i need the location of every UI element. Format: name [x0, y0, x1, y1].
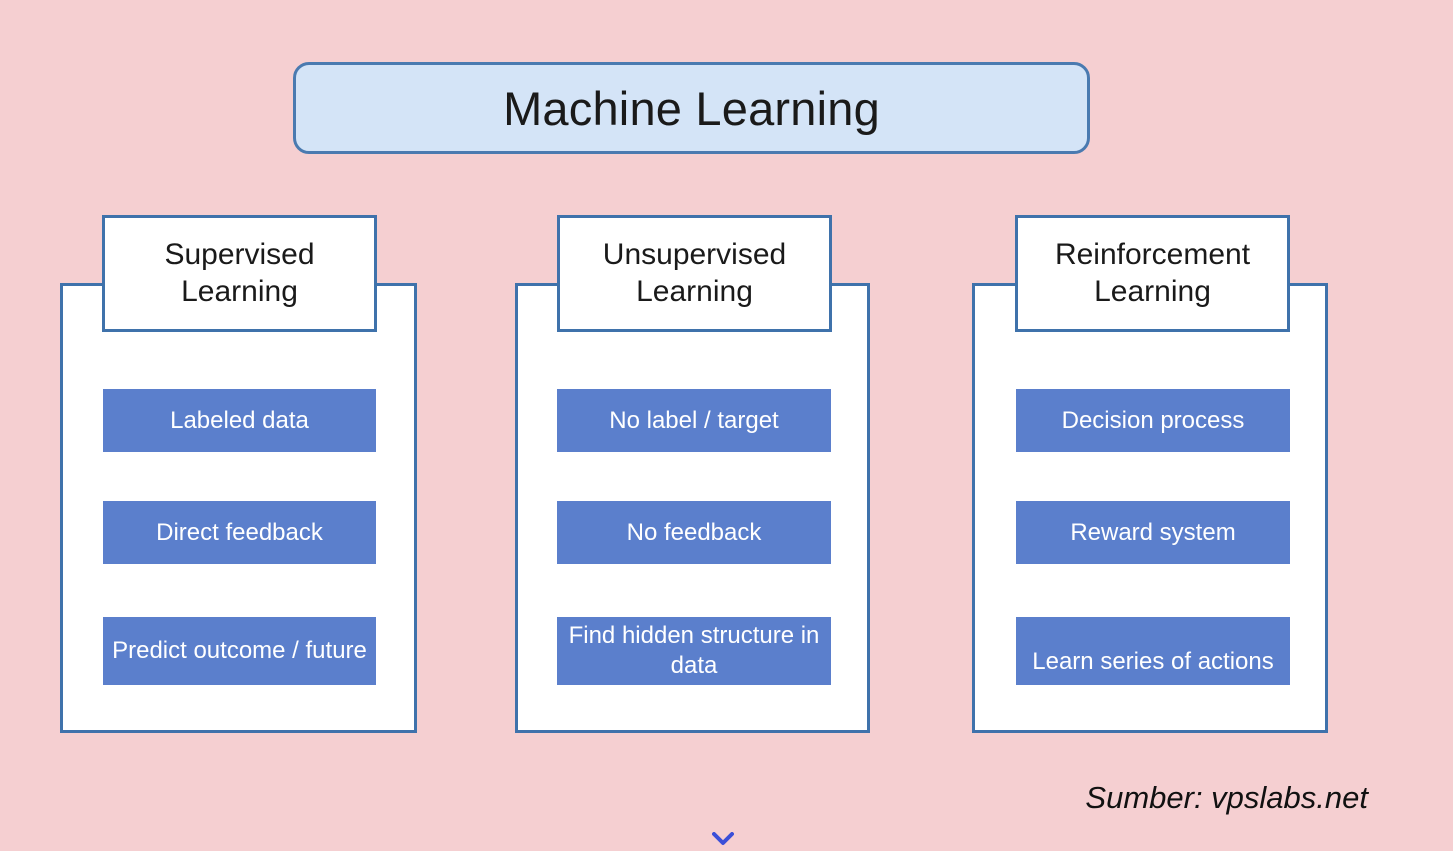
item-box-supervised-1[interactable]: Labeled data [103, 389, 376, 452]
item-label: No feedback [626, 518, 762, 546]
column-header-reinforcement[interactable]: Reinforcement Learning [1015, 215, 1290, 332]
item-box-reinforcement-2[interactable]: Reward system [1016, 501, 1290, 564]
item-label: Learn series of actions [1032, 648, 1274, 676]
item-box-supervised-3[interactable]: Predict outcome / future [103, 617, 376, 685]
page-title: Machine Learning [503, 81, 880, 135]
header-line-2: Learning [181, 274, 298, 308]
column-header-supervised[interactable]: Supervised Learning [102, 215, 377, 332]
column-header-label-reinforcement: Reinforcement Learning [1055, 237, 1250, 310]
item-label: Decision process [1061, 406, 1245, 434]
header-line-1: Unsupervised [602, 237, 787, 271]
item-box-unsupervised-3[interactable]: Find hidden structure in data [557, 617, 831, 685]
item-label: Reward system [1070, 518, 1236, 546]
header-line-1: Reinforcement [1054, 237, 1251, 271]
item-box-unsupervised-2[interactable]: No feedback [557, 501, 831, 564]
header-line-2: Learning [636, 274, 753, 308]
title-box: Machine Learning [293, 62, 1090, 154]
item-box-reinforcement-1[interactable]: Decision process [1016, 389, 1290, 452]
header-line-2: Learning [1094, 274, 1211, 308]
item-box-unsupervised-1[interactable]: No label / target [557, 389, 831, 452]
chevron-down-icon[interactable] [712, 832, 734, 846]
item-box-reinforcement-3[interactable]: Learn series of actions [1016, 617, 1290, 685]
item-label: Labeled data [170, 406, 309, 434]
item-label: No label / target [609, 406, 779, 434]
item-label: Predict outcome / future [112, 637, 367, 665]
column-header-unsupervised[interactable]: Unsupervised Learning [557, 215, 832, 332]
item-label: Direct feedback [156, 518, 323, 546]
column-header-label-supervised: Supervised Learning [164, 237, 314, 310]
item-label: Find hidden structure in data [568, 622, 820, 679]
column-header-label-unsupervised: Unsupervised Learning [603, 237, 786, 310]
source-note: Sumber: vpslabs.net [1085, 780, 1368, 815]
header-line-1: Supervised [164, 237, 315, 271]
item-box-supervised-2[interactable]: Direct feedback [103, 501, 376, 564]
